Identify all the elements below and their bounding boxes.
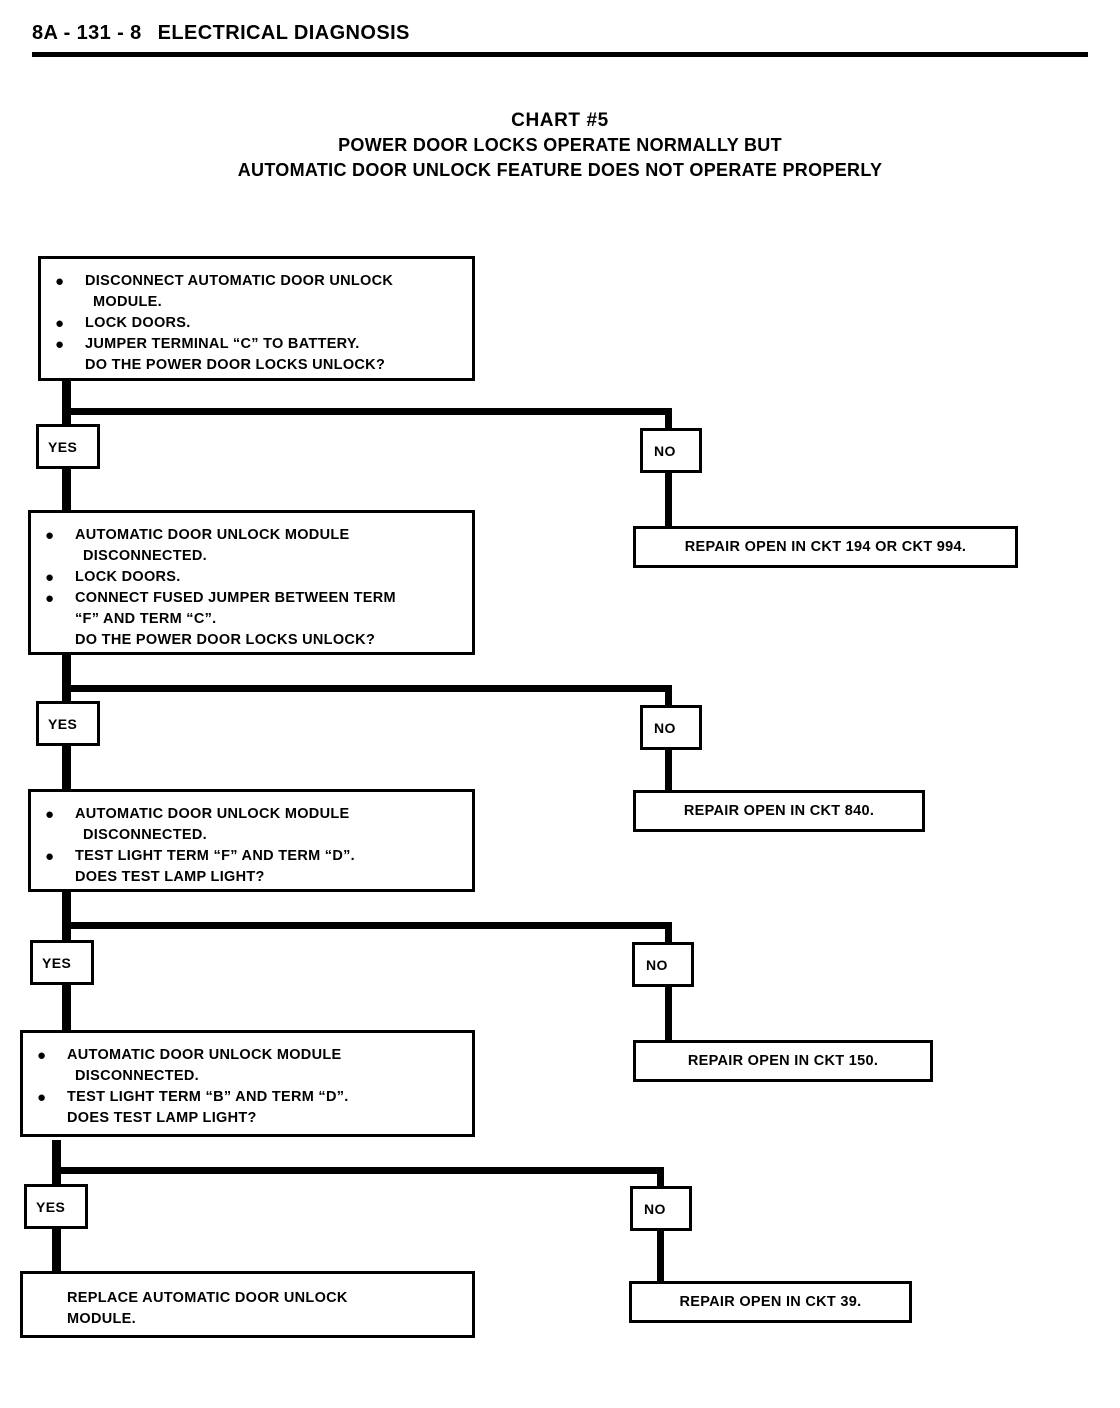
bullet-item: ● LOCK DOORS. <box>45 567 462 588</box>
repair-box-1: REPAIR OPEN IN CKT 194 OR CKT 994. <box>633 526 1018 568</box>
step-box-4: ● AUTOMATIC DOOR UNLOCK MODULE DISCONNEC… <box>20 1030 475 1137</box>
outcome-box: REPLACE AUTOMATIC DOOR UNLOCK MODULE. <box>20 1271 475 1338</box>
bullet-item: ● AUTOMATIC DOOR UNLOCK MODULE <box>45 525 462 546</box>
repair-text: REPAIR OPEN IN CKT 840. <box>683 803 875 819</box>
bullet-text: DISCONNECT AUTOMATIC DOOR UNLOCK <box>85 273 394 289</box>
step-question: DO THE POWER DOOR LOCKS UNLOCK? <box>85 357 386 373</box>
step-question: DOES TEST LAMP LIGHT? <box>67 1110 257 1126</box>
branch-no-label: NO <box>644 1200 666 1217</box>
branch-no-label: NO <box>654 719 676 736</box>
bullet-continuation: DISCONNECTED. <box>83 827 207 843</box>
bullet-item: ● TEST LIGHT TERM “F” AND TERM “D”. <box>45 846 462 867</box>
bullet-dot-icon: ● <box>45 590 55 607</box>
connector-horizontal-3 <box>62 922 672 929</box>
repair-box-4: REPAIR OPEN IN CKT 39. <box>629 1281 912 1323</box>
connector-stub-4 <box>52 1140 61 1180</box>
connector-horizontal-1 <box>62 408 672 415</box>
repair-text: REPAIR OPEN IN CKT 150. <box>687 1053 879 1069</box>
branch-yes-label: YES <box>42 954 72 971</box>
repair-text: REPAIR OPEN IN CKT 39. <box>679 1294 862 1310</box>
bullet-text: AUTOMATIC DOOR UNLOCK MODULE <box>67 1047 342 1063</box>
step-question: DOES TEST LAMP LIGHT? <box>75 869 265 885</box>
bullet-dot-icon: ● <box>55 315 65 332</box>
bullet-dot-icon: ● <box>45 848 55 865</box>
bullet-text: LOCK DOORS. <box>75 569 181 585</box>
bullet-dot-icon: ● <box>37 1047 47 1064</box>
branch-no-3[interactable]: NO <box>632 942 694 987</box>
repair-box-3: REPAIR OPEN IN CKT 150. <box>633 1040 933 1082</box>
bullet-item: ● CONNECT FUSED JUMPER BETWEEN TERM <box>45 588 462 609</box>
connector-stub-1 <box>62 378 71 412</box>
bullet-text: TEST LIGHT TERM “B” AND TERM “D”. <box>67 1089 349 1105</box>
chart-title-block: CHART #5 POWER DOOR LOCKS OPERATE NORMAL… <box>0 108 1120 183</box>
bullet-text: AUTOMATIC DOOR UNLOCK MODULE <box>75 527 350 543</box>
bullet-text: TEST LIGHT TERM “F” AND TERM “D”. <box>75 848 356 864</box>
connector-stub-2 <box>62 650 71 690</box>
branch-no-label: NO <box>646 956 668 973</box>
section-title: ELECTRICAL DIAGNOSIS <box>157 22 410 44</box>
branch-no-label: NO <box>654 442 676 459</box>
bullet-text: JUMPER TERMINAL “C” TO BATTERY. <box>85 336 360 352</box>
step-question: DO THE POWER DOOR LOCKS UNLOCK? <box>75 632 376 648</box>
chart-subtitle-line-2: AUTOMATIC DOOR UNLOCK FEATURE DOES NOT O… <box>237 160 883 180</box>
bullet-dot-icon: ● <box>45 527 55 544</box>
bullet-item: ● JUMPER TERMINAL “C” TO BATTERY. <box>55 334 462 355</box>
page-header: 8A - 131 - 8 ELECTRICAL DIAGNOSIS <box>32 22 410 45</box>
branch-no-1[interactable]: NO <box>640 428 702 473</box>
repair-text: REPAIR OPEN IN CKT 194 OR CKT 994. <box>684 539 967 555</box>
bullet-item: ● AUTOMATIC DOOR UNLOCK MODULE <box>45 804 462 825</box>
chart-number: CHART #5 <box>511 110 609 131</box>
bullet-text: AUTOMATIC DOOR UNLOCK MODULE <box>75 806 350 822</box>
outcome-line-2: MODULE. <box>67 1311 136 1327</box>
header-divider <box>32 52 1088 57</box>
bullet-continuation: DISCONNECTED. <box>75 1068 199 1084</box>
branch-yes-label: YES <box>48 715 78 732</box>
outcome-line-1: REPLACE AUTOMATIC DOOR UNLOCK <box>67 1290 348 1306</box>
bullet-continuation: “F” AND TERM “C”. <box>75 611 217 627</box>
connector-stub-3 <box>62 888 71 928</box>
connector-horizontal-4 <box>52 1167 664 1174</box>
branch-no-4[interactable]: NO <box>630 1186 692 1231</box>
branch-yes-label: YES <box>36 1198 66 1215</box>
bullet-item: ● AUTOMATIC DOOR UNLOCK MODULE <box>37 1045 462 1066</box>
branch-yes-1[interactable]: YES <box>36 424 100 469</box>
bullet-item: ● DISCONNECT AUTOMATIC DOOR UNLOCK <box>55 271 462 292</box>
repair-box-2: REPAIR OPEN IN CKT 840. <box>633 790 925 832</box>
connector-horizontal-2 <box>62 685 672 692</box>
page-number: 8A - 131 - 8 <box>32 22 142 44</box>
bullet-dot-icon: ● <box>55 273 65 290</box>
chart-subtitle-line-1: POWER DOOR LOCKS OPERATE NORMALLY BUT <box>338 135 782 155</box>
branch-yes-4[interactable]: YES <box>24 1184 88 1229</box>
bullet-dot-icon: ● <box>45 569 55 586</box>
bullet-text: CONNECT FUSED JUMPER BETWEEN TERM <box>75 590 396 606</box>
bullet-continuation: MODULE. <box>93 294 162 310</box>
bullet-text: LOCK DOORS. <box>85 315 191 331</box>
branch-yes-label: YES <box>48 438 78 455</box>
bullet-continuation: DISCONNECTED. <box>83 548 207 564</box>
bullet-dot-icon: ● <box>55 336 65 353</box>
bullet-dot-icon: ● <box>45 806 55 823</box>
step-box-3: ● AUTOMATIC DOOR UNLOCK MODULE DISCONNEC… <box>28 789 475 892</box>
branch-no-2[interactable]: NO <box>640 705 702 750</box>
branch-yes-2[interactable]: YES <box>36 701 100 746</box>
bullet-item: ● LOCK DOORS. <box>55 313 462 334</box>
branch-yes-3[interactable]: YES <box>30 940 94 985</box>
step-box-1: ● DISCONNECT AUTOMATIC DOOR UNLOCK MODUL… <box>38 256 475 381</box>
step-box-2: ● AUTOMATIC DOOR UNLOCK MODULE DISCONNEC… <box>28 510 475 655</box>
bullet-dot-icon: ● <box>37 1089 47 1106</box>
bullet-item: ● TEST LIGHT TERM “B” AND TERM “D”. <box>37 1087 462 1108</box>
